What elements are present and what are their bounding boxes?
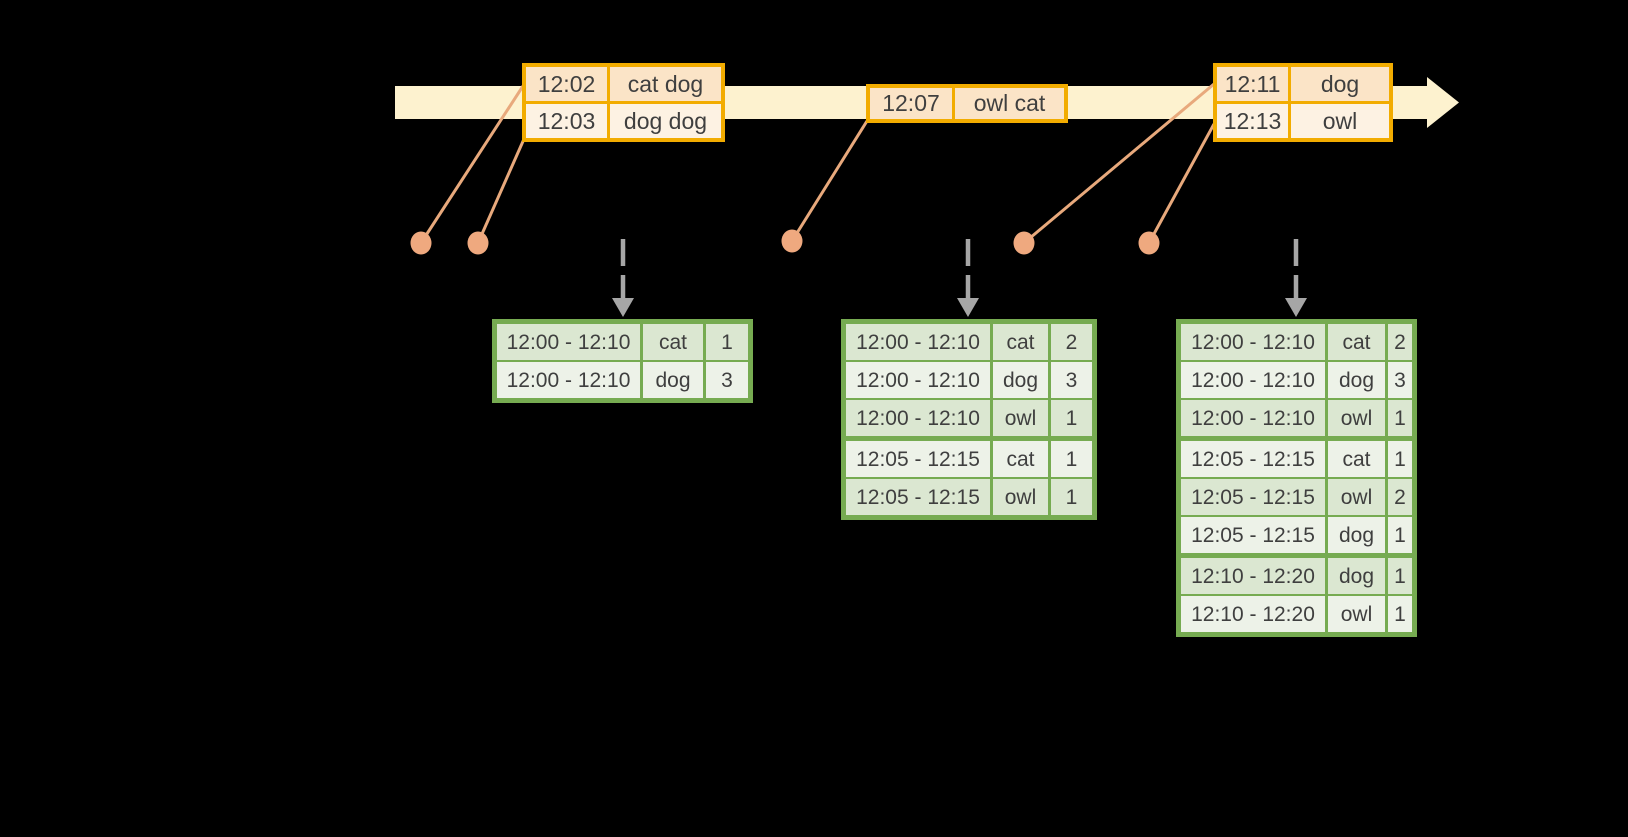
- event-time-cell: 12:02: [526, 67, 607, 101]
- result-word-cell: dog: [1328, 362, 1385, 398]
- result-word-cell: cat: [643, 324, 703, 360]
- trigger-arrowhead-icon: [1285, 298, 1307, 317]
- result-window-cell: 12:05 - 12:15: [846, 479, 990, 515]
- result-count-cell: 1: [706, 324, 748, 360]
- result-window-cell: 12:00 - 12:10: [1181, 400, 1325, 436]
- result-word-cell: owl: [993, 400, 1048, 436]
- event-dot: [781, 229, 803, 253]
- result-count-cell: 1: [1388, 596, 1412, 632]
- result-window-cell: 12:05 - 12:15: [1181, 479, 1325, 515]
- result-window-cell: 12:00 - 12:10: [497, 362, 640, 398]
- event-connector-lines: [419, 82, 1216, 245]
- result-window-cell: 12:05 - 12:15: [846, 441, 990, 477]
- event-time-cell: 12:03: [526, 104, 607, 138]
- event-words-cell: owl cat: [955, 88, 1064, 119]
- event-connector-line: [476, 138, 526, 244]
- result-word-cell: owl: [993, 479, 1048, 515]
- result-window-cell: 12:00 - 12:10: [846, 362, 990, 398]
- event-dots: [410, 229, 1160, 255]
- result-window-cell: 12:05 - 12:15: [1181, 441, 1325, 477]
- result-count-cell: 2: [1388, 324, 1412, 360]
- result-window-cell: 12:10 - 12:20: [1181, 596, 1325, 632]
- event-connector-line: [1023, 82, 1215, 245]
- result-count-cell: 3: [1051, 362, 1092, 398]
- result-word-cell: dog: [1328, 517, 1385, 553]
- event-time-cell: 12:11: [1217, 67, 1288, 101]
- result-count-cell: 1: [1388, 441, 1412, 477]
- result-word-cell: cat: [993, 324, 1048, 360]
- event-time-cell: 12:13: [1217, 104, 1288, 138]
- result-window-cell: 12:00 - 12:10: [846, 324, 990, 360]
- result-count-cell: 3: [706, 362, 748, 398]
- result-count-cell: 1: [1051, 441, 1092, 477]
- result-window-cell: 12:05 - 12:15: [1181, 517, 1325, 553]
- result-count-cell: 1: [1388, 558, 1412, 594]
- result-word-cell: owl: [1328, 479, 1385, 515]
- result-count-cell: 1: [1388, 517, 1412, 553]
- timeline-arrowhead-icon: [1427, 77, 1459, 128]
- event-time-cell: 12:07: [870, 88, 952, 119]
- event-dot: [410, 231, 432, 255]
- event-dot: [1138, 231, 1160, 255]
- event-connector-line: [790, 120, 869, 242]
- result-window-cell: 12:00 - 12:10: [497, 324, 640, 360]
- result-count-cell: 1: [1051, 400, 1092, 436]
- event-connector-line: [1147, 123, 1216, 244]
- result-word-cell: cat: [1328, 441, 1385, 477]
- result-count-cell: 2: [1051, 324, 1092, 360]
- result-window-cell: 12:00 - 12:10: [846, 400, 990, 436]
- result-word-cell: dog: [993, 362, 1048, 398]
- result-word-cell: owl: [1328, 596, 1385, 632]
- result-word-cell: dog: [1328, 558, 1385, 594]
- event-words-cell: owl: [1291, 104, 1389, 138]
- result-word-cell: owl: [1328, 400, 1385, 436]
- result-word-cell: cat: [993, 441, 1048, 477]
- result-word-cell: dog: [643, 362, 703, 398]
- result-count-cell: 3: [1388, 362, 1412, 398]
- result-count-cell: 2: [1388, 479, 1412, 515]
- result-window-cell: 12:10 - 12:20: [1181, 558, 1325, 594]
- trigger-arrowhead-icon: [612, 298, 634, 317]
- event-dot: [467, 231, 489, 255]
- event-dot: [1013, 231, 1035, 255]
- result-window-cell: 12:00 - 12:10: [1181, 362, 1325, 398]
- event-words-cell: cat dog: [610, 67, 721, 101]
- event-words-cell: dog dog: [610, 104, 721, 138]
- trigger-arrows: [612, 239, 1307, 317]
- trigger-arrowhead-icon: [957, 298, 979, 317]
- event-connector-line: [419, 85, 525, 244]
- result-window-cell: 12:00 - 12:10: [1181, 324, 1325, 360]
- event-words-cell: dog: [1291, 67, 1389, 101]
- result-count-cell: 1: [1388, 400, 1412, 436]
- result-count-cell: 1: [1051, 479, 1092, 515]
- result-word-cell: cat: [1328, 324, 1385, 360]
